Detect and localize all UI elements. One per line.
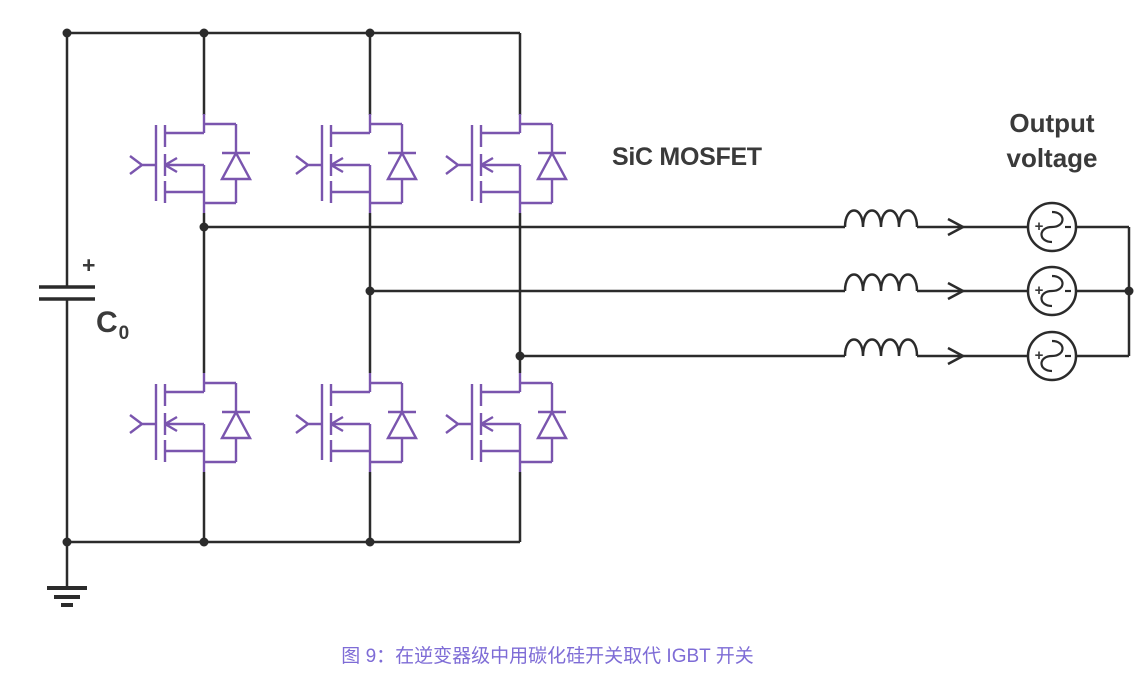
capacitor-name-label: C0 xyxy=(96,306,129,344)
output-voltage-label: Output voltage xyxy=(985,106,1119,176)
current-arrow-1 xyxy=(947,217,966,237)
junction-dots xyxy=(62,28,1134,547)
sic-mosfet-label: SiC MOSFET xyxy=(612,143,762,171)
capacitor-polarity-label: + xyxy=(82,252,96,278)
inductor-3 xyxy=(843,338,919,357)
inductor-2 xyxy=(843,273,919,292)
ac-source-2-plus: + xyxy=(1034,282,1044,299)
output-voltage-line2: voltage xyxy=(1006,143,1098,173)
sine-glyph xyxy=(1040,274,1064,308)
phase-line-2 xyxy=(370,273,1129,301)
current-arrow-2 xyxy=(947,281,966,301)
phase-line-1 xyxy=(204,209,1129,237)
ac-source-3-plus: + xyxy=(1034,347,1044,364)
mosfet-q2-bottom-phase1 xyxy=(128,371,252,474)
mosfet-q4-bottom-phase2 xyxy=(294,371,418,474)
output-voltage-line1: Output xyxy=(1009,108,1095,138)
figure-caption: 图 9：在逆变器级中用碳化硅开关取代 IGBT 开关 xyxy=(341,646,754,667)
mosfet-q6-bottom-phase3 xyxy=(444,371,568,474)
ac-source-2 xyxy=(1026,265,1078,317)
mosfet-q3-top-phase2 xyxy=(294,112,418,215)
capacitor-symbol xyxy=(39,285,95,301)
current-arrow-3 xyxy=(947,346,966,366)
phase-line-3 xyxy=(520,338,1129,366)
ground-symbol xyxy=(47,542,87,607)
ac-source-1 xyxy=(1026,201,1078,253)
sine-glyph xyxy=(1040,339,1064,373)
ac-source-3 xyxy=(1026,330,1078,382)
sine-glyph xyxy=(1040,210,1064,244)
mosfet-q5-top-phase3 xyxy=(444,112,568,215)
capacitor-subscript: 0 xyxy=(118,323,130,344)
ac-source-1-plus: + xyxy=(1034,218,1044,235)
dc-bus-wiring xyxy=(65,31,520,544)
mosfet-q1-top-phase1 xyxy=(128,112,252,215)
half-bridge-legs xyxy=(202,33,522,542)
capacitor-letter: C xyxy=(96,306,118,339)
inductor-1 xyxy=(843,209,919,228)
